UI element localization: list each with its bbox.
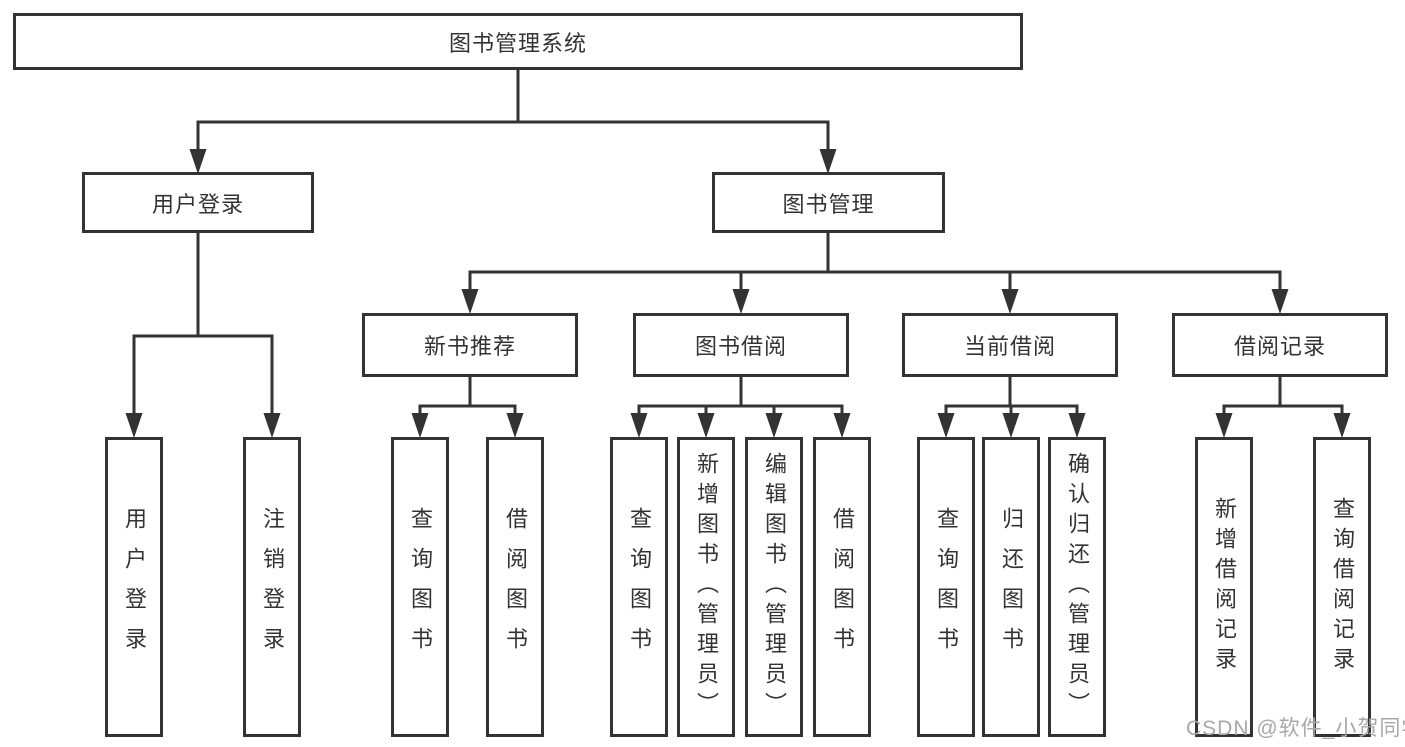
leaf-label: 查询借阅记录	[1330, 497, 1355, 677]
leaf-label: 借阅图书	[503, 507, 528, 667]
leaf-label: 注销登录	[260, 507, 285, 667]
leaf-label: 查询图书	[934, 507, 959, 667]
leaf-query-borrow-record: 查询借阅记录	[1313, 437, 1371, 737]
leaf-label: 确认归还（管理员）	[1065, 452, 1090, 722]
csdn-watermark: CSDN @软件_小贺同学	[1186, 717, 1405, 740]
node-label: 借阅记录	[1233, 334, 1326, 359]
tree-edges	[132, 65, 1344, 420]
leaf-edit-books-admin: 编辑图书（管理员）	[745, 437, 803, 737]
node-current-borrowing: 当前借阅	[902, 313, 1118, 377]
node-book-management: 图书管理	[712, 172, 945, 233]
node-root-label: 图书管理系统	[448, 30, 587, 56]
leaf-borrow-books-recommend: 借阅图书	[486, 437, 544, 737]
leaf-add-borrow-record: 新增借阅记录	[1195, 437, 1253, 737]
leaf-label: 编辑图书（管理员）	[762, 452, 787, 722]
arrowheads	[125, 149, 1351, 438]
node-new-book-recommend: 新书推荐	[362, 313, 578, 377]
node-borrow-records: 借阅记录	[1172, 313, 1388, 377]
leaf-borrow-books: 借阅图书	[813, 437, 871, 737]
node-user-login: 用户登录	[82, 172, 314, 233]
leaf-logout: 注销登录	[243, 437, 301, 737]
node-label: 当前借阅	[963, 334, 1056, 359]
node-label: 图书借阅	[694, 334, 787, 359]
leaf-return-books: 归还图书	[982, 437, 1040, 737]
leaf-label: 借阅图书	[830, 507, 855, 667]
leaf-label: 新增图书（管理员）	[694, 452, 719, 722]
leaf-label: 查询图书	[627, 507, 652, 667]
leaf-label: 查询图书	[408, 507, 433, 667]
leaf-add-books-admin: 新增图书（管理员）	[677, 437, 735, 737]
node-book-borrowing: 图书借阅	[633, 313, 849, 377]
leaf-label: 新增借阅记录	[1212, 497, 1237, 677]
leaf-label: 用户登录	[122, 507, 147, 667]
leaf-confirm-return-admin: 确认归还（管理员）	[1048, 437, 1106, 737]
leaf-query-books-recommend: 查询图书	[391, 437, 449, 737]
leaf-label: 归还图书	[999, 507, 1024, 667]
node-root: 图书管理系统	[13, 13, 1023, 70]
node-label: 用户登录	[151, 191, 244, 217]
node-label: 图书管理	[782, 191, 875, 217]
leaf-query-books-borrowing: 查询图书	[610, 437, 668, 737]
leaf-query-books-current: 查询图书	[917, 437, 975, 737]
leaf-user-login: 用户登录	[105, 437, 163, 737]
node-label: 新书推荐	[423, 334, 516, 359]
